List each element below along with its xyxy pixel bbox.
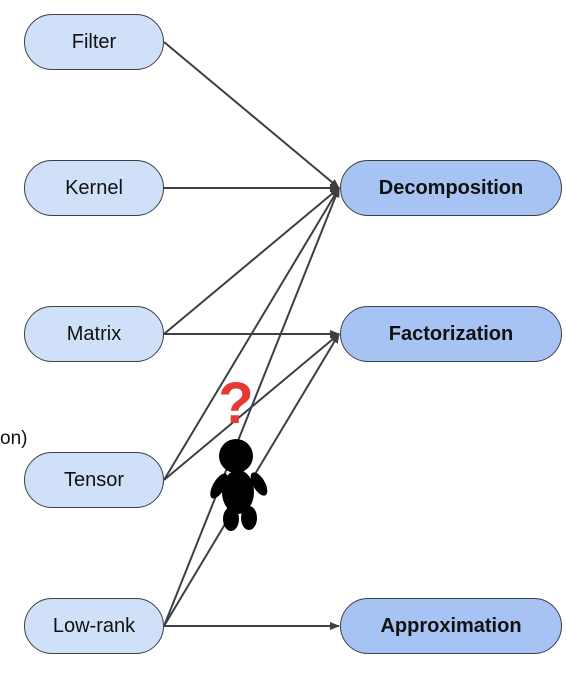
node-matrix: Matrix	[24, 306, 164, 362]
connector-lines	[163, 41, 340, 630]
node-approximation: Approximation	[340, 598, 562, 654]
question-mark-icon: ?	[218, 371, 253, 436]
node-filter: Filter	[24, 14, 164, 70]
edge-matrix-to-decomposition	[163, 187, 340, 335]
node-factorization: Factorization	[340, 306, 562, 362]
confused-person-icon: ?	[210, 371, 268, 531]
clipped-label: on)	[0, 428, 28, 449]
edge-lowrank-to-decomposition	[163, 187, 340, 627]
node-low-rank: Low-rank	[24, 598, 164, 654]
node-decomposition: Decomposition	[340, 160, 562, 216]
node-kernel: Kernel	[24, 160, 164, 216]
node-tensor: Tensor	[24, 452, 164, 508]
edge-tensor-to-decomposition	[163, 187, 340, 481]
edge-filter-to-decomposition	[163, 41, 340, 189]
